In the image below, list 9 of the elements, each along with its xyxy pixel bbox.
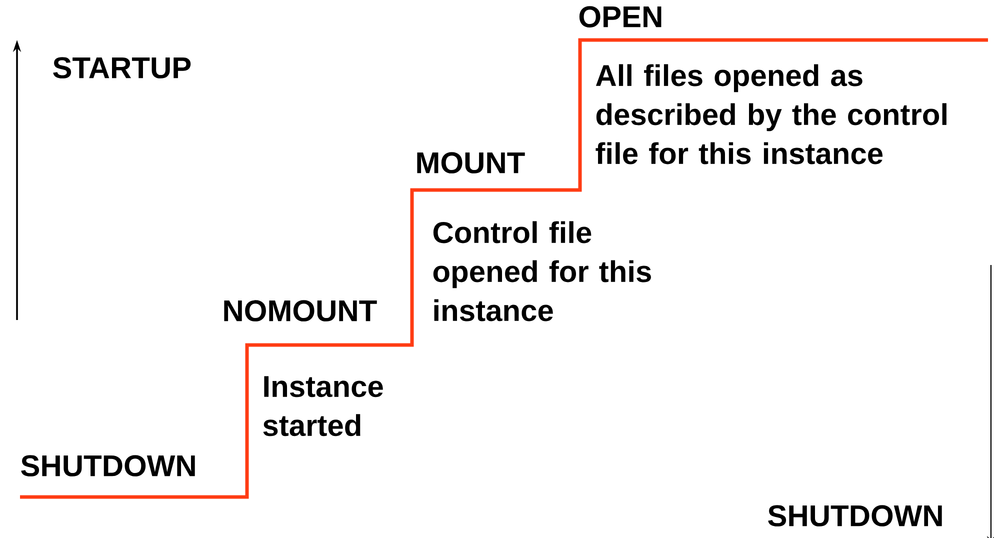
state-label: OPEN: [579, 6, 662, 28]
state-label: SHUTDOWN: [21, 455, 195, 476]
description-text: Control file opened for this instance: [433, 221, 651, 322]
description-text: All files opened as described by the control file for this instance: [596, 64, 946, 164]
state-label: SHUTDOWN: [768, 505, 942, 526]
state-label: STARTUP: [53, 57, 191, 78]
state-label: NOMOUNT: [224, 300, 377, 322]
state-label: MOUNT: [417, 152, 525, 174]
description-text: Instance started: [263, 376, 383, 436]
